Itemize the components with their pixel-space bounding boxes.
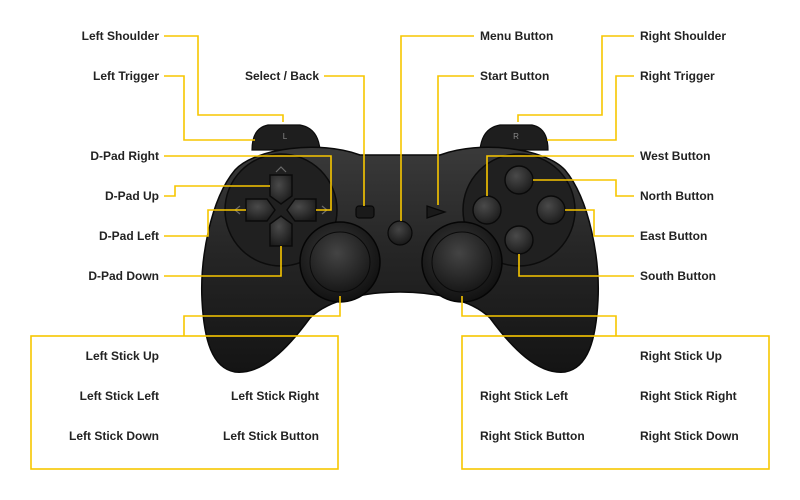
label-dpad-right: D-Pad Right (90, 149, 159, 163)
label-left-trigger: Left Trigger (93, 69, 159, 83)
shoulder-left-mark: L (283, 132, 288, 141)
select-button[interactable] (355, 205, 375, 219)
leader-lines (164, 35, 634, 336)
label-right-trigger: Right Trigger (640, 69, 715, 83)
label-dpad-down: D-Pad Down (88, 269, 159, 283)
menu-button[interactable] (387, 220, 413, 246)
leader-south-button (518, 254, 634, 277)
label-left-stick-right: Left Stick Right (231, 389, 319, 403)
labels: Left Shoulder Left Trigger Select / Back… (69, 29, 739, 443)
leader-dpad-right (164, 155, 332, 211)
left-stick-box (30, 335, 339, 470)
east-button[interactable] (536, 195, 566, 225)
controller: L R (201, 124, 599, 373)
leader-east-button (565, 209, 634, 237)
north-button[interactable] (504, 165, 534, 195)
dpad-down[interactable] (269, 215, 293, 247)
label-dpad-left: D-Pad Left (99, 229, 159, 243)
label-left-stick-down: Left Stick Down (69, 429, 159, 443)
leader-left-stick (183, 296, 341, 336)
label-right-stick-button: Right Stick Button (480, 429, 585, 443)
label-left-shoulder: Left Shoulder (82, 29, 160, 43)
start-button[interactable] (426, 205, 447, 219)
left-shoulder (251, 124, 321, 151)
leader-north-button (533, 179, 634, 197)
right-stick-cap (431, 231, 493, 293)
leader-left-shoulder (164, 35, 284, 122)
label-north-button: North Button (640, 189, 714, 203)
label-right-stick-right: Right Stick Right (640, 389, 737, 403)
leader-dpad-down (164, 246, 282, 277)
leader-dpad-up (164, 185, 270, 197)
shoulder-right-mark: R (513, 132, 519, 141)
label-left-stick-up: Left Stick Up (86, 349, 159, 363)
label-right-stick-left: Right Stick Left (480, 389, 568, 403)
label-south-button: South Button (640, 269, 716, 283)
leader-right-shoulder (517, 35, 634, 122)
label-menu-button: Menu Button (480, 29, 553, 43)
leader-left-trigger (164, 75, 255, 141)
label-west-button: West Button (640, 149, 710, 163)
label-dpad-up: D-Pad Up (105, 189, 159, 203)
dpad-right[interactable] (286, 198, 317, 222)
leader-west-button (486, 155, 634, 196)
dpad-left[interactable] (245, 198, 276, 222)
leader-dpad-left (164, 209, 246, 237)
label-right-shoulder: Right Shoulder (640, 29, 726, 43)
label-start-button: Start Button (480, 69, 549, 83)
label-select-back: Select / Back (245, 69, 319, 83)
right-stick-box (461, 335, 770, 470)
left-stick[interactable] (299, 221, 381, 303)
leader-start-button (437, 75, 474, 205)
dpad (234, 166, 328, 247)
label-east-button: East Button (640, 229, 707, 243)
dpad-up[interactable] (269, 174, 293, 205)
leader-right-stick (461, 296, 617, 336)
label-left-stick-left: Left Stick Left (80, 389, 159, 403)
dpad-up-arrow-icon (275, 166, 287, 173)
west-button[interactable] (472, 195, 502, 225)
right-shoulder (479, 124, 549, 151)
leader-right-trigger (547, 75, 634, 141)
label-left-stick-button: Left Stick Button (223, 429, 319, 443)
left-stick-cap (309, 231, 371, 293)
leader-select-back (324, 75, 365, 206)
label-right-stick-down: Right Stick Down (640, 429, 739, 443)
leader-menu-button (400, 35, 474, 221)
right-stick[interactable] (421, 221, 503, 303)
label-right-stick-up: Right Stick Up (640, 349, 722, 363)
south-button[interactable] (504, 225, 534, 255)
